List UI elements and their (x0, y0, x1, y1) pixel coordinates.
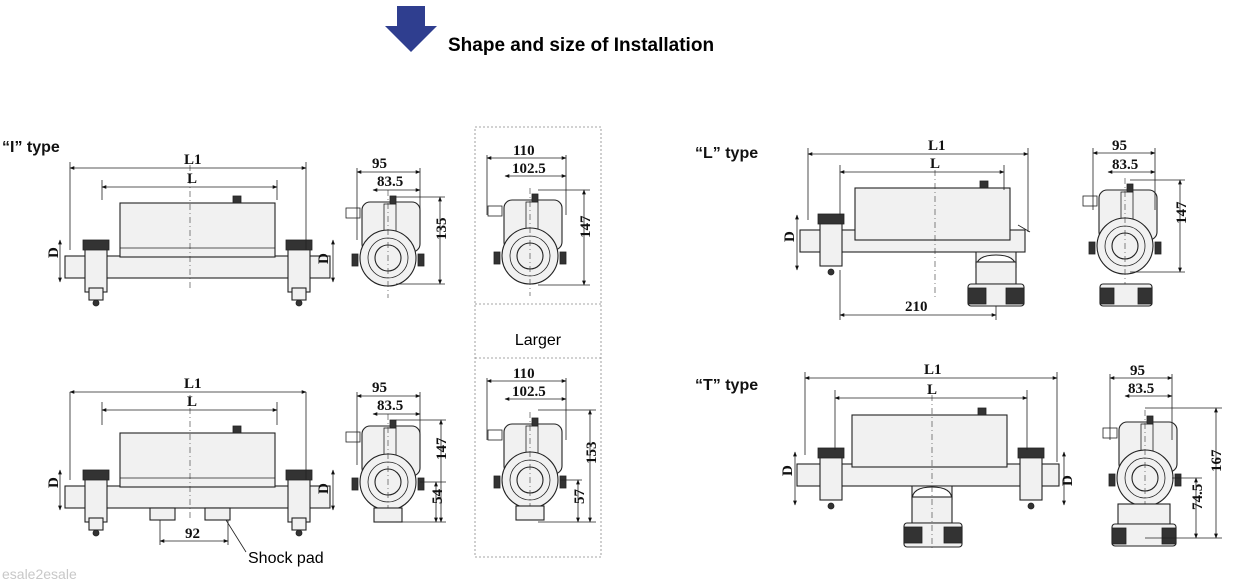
dim-d-right: D (316, 253, 332, 264)
dim-110: 110 (513, 143, 535, 159)
larger-label: Larger (515, 332, 562, 349)
t-type-side-view: L1 L D D (780, 362, 1076, 550)
i-type-bottom-end-view: 95 83.5 147 54 (345, 380, 450, 523)
header: Shape and size of Installation (385, 6, 714, 56)
dim-153: 153 (584, 442, 600, 465)
dim-l: L (930, 156, 940, 172)
dim-l: L (187, 394, 197, 410)
dim-d-left: D (46, 247, 62, 258)
l-type-end-view: 95 83.5 147 (1082, 138, 1190, 307)
dim-d-right: D (1060, 475, 1076, 486)
dim-135: 135 (434, 218, 450, 241)
dim-54: 54 (430, 489, 446, 505)
dim-167: 167 (1209, 449, 1225, 472)
dim-l: L (927, 382, 937, 398)
dim-102-5: 102.5 (512, 384, 546, 400)
dim-d: D (782, 231, 798, 242)
dim-l: L (187, 171, 197, 187)
dim-d-left: D (780, 465, 796, 476)
dim-95: 95 (1130, 363, 1145, 379)
watermark: esale2esale (2, 566, 77, 582)
dim-l1: L1 (184, 152, 202, 168)
down-arrow-icon (385, 6, 437, 52)
l-type-label: “L” type (695, 145, 758, 162)
dim-92: 92 (185, 526, 200, 542)
dim-d-right: D (316, 483, 332, 494)
i-type-top-side-view: L1 L D D (46, 152, 335, 307)
i-type-label: “I” type (2, 139, 60, 156)
i-type-top-end-view: 95 83.5 135 (345, 156, 450, 299)
dim-110: 110 (513, 366, 535, 382)
dim-210: 210 (905, 299, 928, 315)
dim-147: 147 (578, 215, 594, 238)
i-type-bottom-side-view: L1 L D D 92 Shock pad (46, 376, 335, 567)
l-type-side-view: L1 L D 210 (782, 138, 1031, 320)
dim-83-5: 83.5 (377, 398, 403, 414)
dim-l1: L1 (928, 138, 946, 154)
page-title: Shape and size of Installation (448, 35, 714, 56)
dim-95: 95 (372, 380, 387, 396)
dim-95: 95 (372, 156, 387, 172)
dim-74-5: 74.5 (1190, 484, 1206, 510)
dim-d-left: D (46, 477, 62, 488)
t-type-label: “T” type (695, 377, 758, 394)
larger-panel: Larger 110 102.5 147 110 102.5 153 57 (474, 126, 602, 558)
dim-l1: L1 (184, 376, 202, 392)
dim-102-5: 102.5 (512, 161, 546, 177)
dim-83-5: 83.5 (377, 174, 403, 190)
dim-l1: L1 (924, 362, 942, 378)
dim-147: 147 (434, 437, 450, 460)
dim-57: 57 (572, 489, 588, 505)
dim-147: 147 (1174, 201, 1190, 224)
dim-83-5: 83.5 (1112, 157, 1138, 173)
dim-95: 95 (1112, 138, 1127, 154)
shock-pad-label: Shock pad (248, 550, 324, 567)
t-type-end-view: 95 83.5 167 74.5 (1102, 363, 1225, 547)
dim-83-5: 83.5 (1128, 381, 1154, 397)
